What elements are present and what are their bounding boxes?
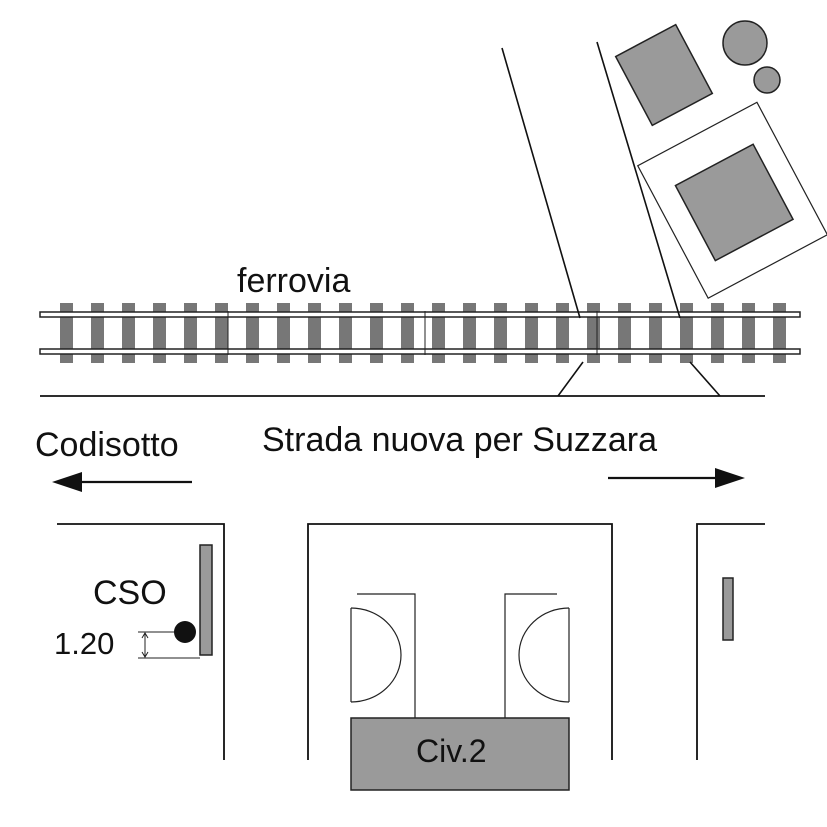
buildings-top-right bbox=[614, 20, 827, 299]
direction-label-codisotto: Codisotto bbox=[35, 426, 179, 464]
side-road-edge-right bbox=[596, 41, 681, 319]
railway-sleeper bbox=[680, 303, 693, 363]
wall-element-right bbox=[722, 577, 734, 641]
railway-sleeper bbox=[308, 303, 321, 363]
railway-sleeper bbox=[618, 303, 631, 363]
railway-sleeper bbox=[742, 303, 755, 363]
door-swing-right bbox=[504, 593, 570, 718]
tree-large bbox=[722, 20, 768, 66]
lot-left bbox=[57, 523, 225, 760]
railway-sleeper bbox=[122, 303, 135, 363]
height-dimension bbox=[138, 631, 200, 659]
building bbox=[674, 143, 795, 262]
railway-sleeper bbox=[556, 303, 569, 363]
lot-middle-outline bbox=[307, 523, 613, 760]
railway-sleeper bbox=[246, 303, 259, 363]
railway-sleeper bbox=[773, 303, 786, 363]
railway-sleeper bbox=[60, 303, 73, 363]
railway-rail-bottom bbox=[39, 348, 801, 355]
building bbox=[614, 23, 714, 127]
lot-right-outline bbox=[696, 523, 765, 760]
arrow-left-to-codisotto bbox=[52, 472, 192, 492]
station-marker bbox=[174, 621, 196, 643]
railway-sleeper bbox=[370, 303, 383, 363]
railway-label: ferrovia bbox=[237, 262, 350, 300]
side-road-flare-left bbox=[557, 361, 584, 397]
railway-sleeper bbox=[153, 303, 166, 363]
railway-track bbox=[39, 303, 801, 363]
railway-sleeper bbox=[494, 303, 507, 363]
lot-middle bbox=[307, 523, 613, 791]
railway-sleeper bbox=[463, 303, 476, 363]
height-label: 1.20 bbox=[54, 626, 114, 661]
lot-right bbox=[696, 523, 765, 760]
railway-sleeper bbox=[432, 303, 445, 363]
house-civ-2 bbox=[350, 717, 570, 791]
yard-outline bbox=[636, 101, 827, 299]
railway-sleeper bbox=[184, 303, 197, 363]
door-swing-left bbox=[350, 593, 416, 718]
railway-sleeper bbox=[649, 303, 662, 363]
lot-left-outline bbox=[57, 523, 225, 760]
station-label: CSO bbox=[93, 574, 167, 612]
side-road-flare-right bbox=[689, 361, 721, 397]
side-road-edge-left bbox=[501, 47, 581, 319]
arrow-right-to-suzzara bbox=[608, 468, 745, 488]
railway-sleepers bbox=[60, 303, 786, 363]
railway-sleeper bbox=[401, 303, 414, 363]
road-label: Strada nuova per Suzzara bbox=[262, 421, 657, 459]
railway-sleeper bbox=[91, 303, 104, 363]
tree-small bbox=[753, 66, 781, 94]
wall-element-left bbox=[199, 544, 213, 656]
railway-sleeper bbox=[525, 303, 538, 363]
railway-sleeper bbox=[339, 303, 352, 363]
railway-sleeper bbox=[711, 303, 724, 363]
railway-rail-top bbox=[39, 311, 801, 318]
railway-sleeper bbox=[277, 303, 290, 363]
railway-sleeper bbox=[215, 303, 228, 363]
side-road bbox=[501, 41, 721, 397]
house-label: Civ.2 bbox=[416, 733, 487, 769]
